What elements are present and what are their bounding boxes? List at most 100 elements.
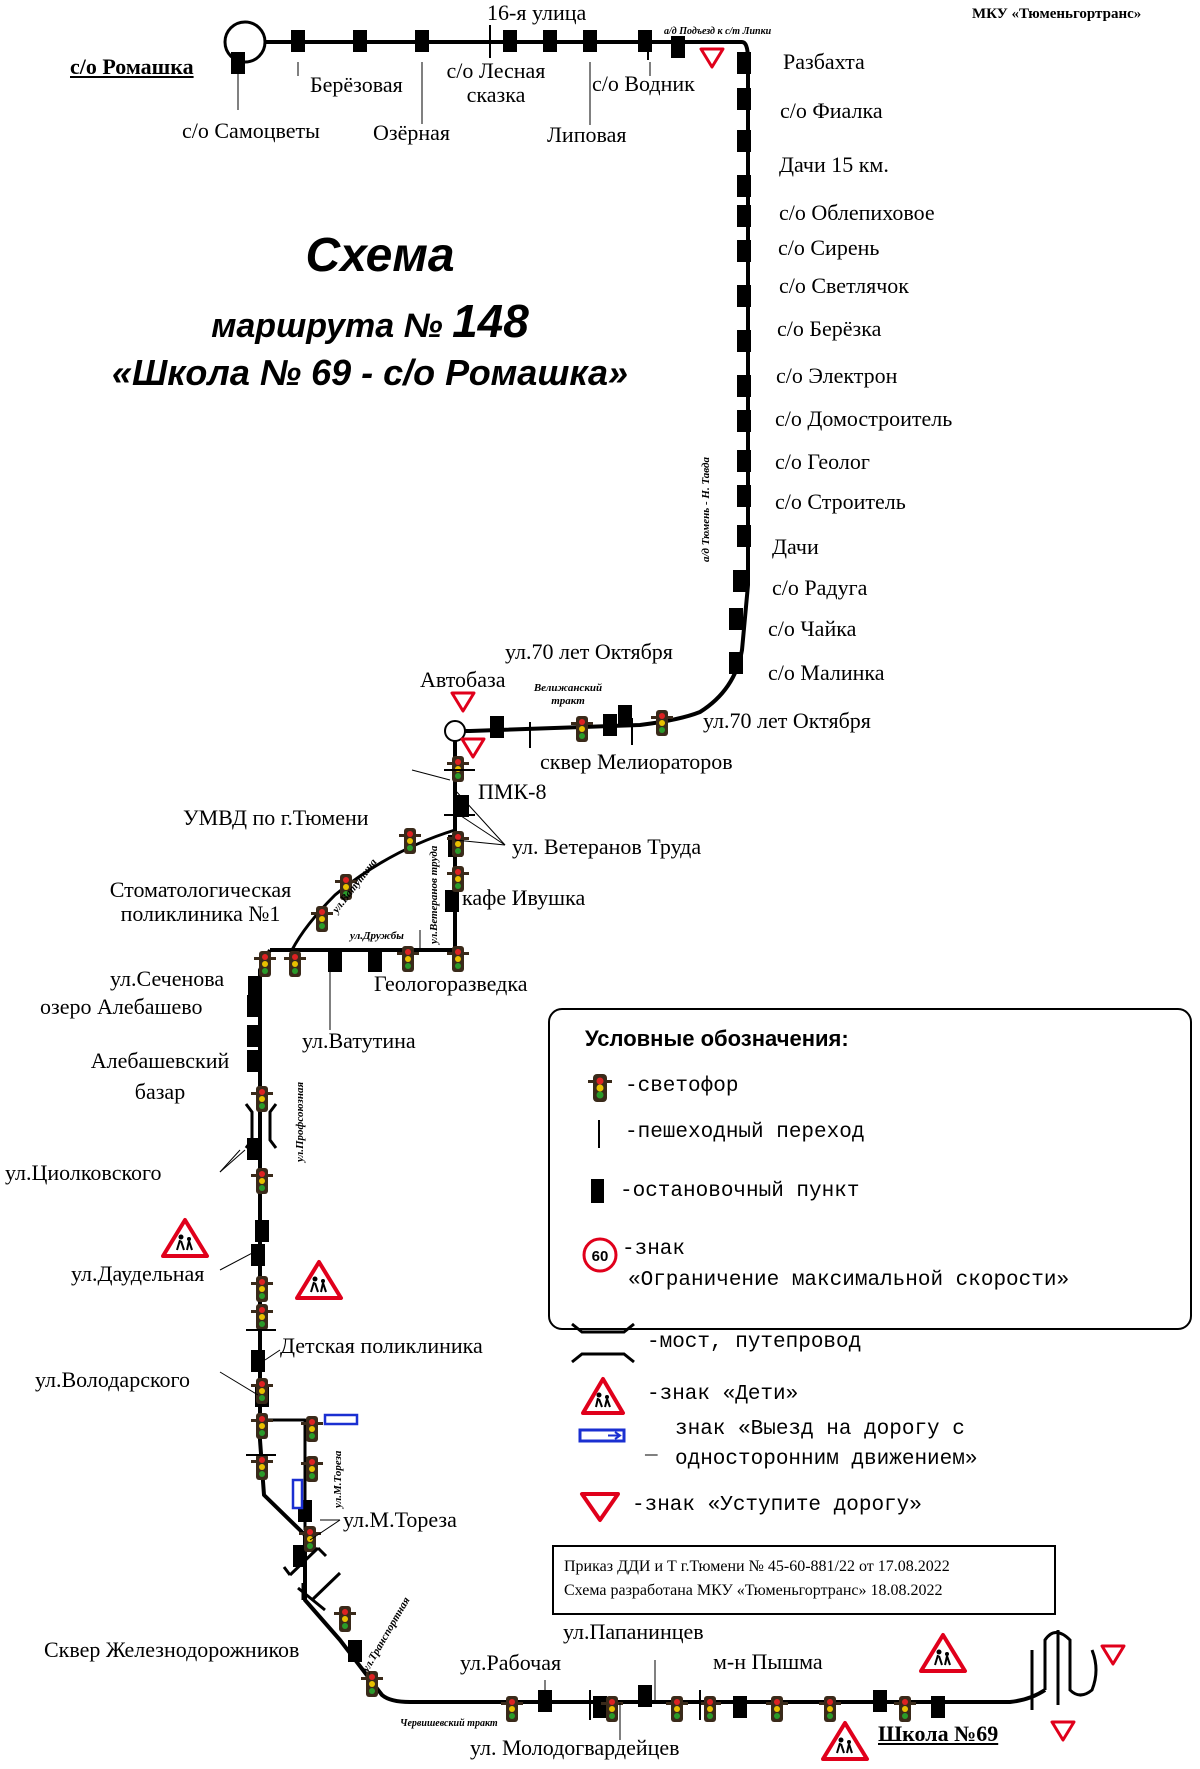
stop-skver-zhd: Сквер Железнодорожников bbox=[44, 1637, 300, 1662]
stop-chayka: с/о Чайка bbox=[768, 616, 857, 641]
stop-marker bbox=[737, 525, 751, 547]
traffic-light-red bbox=[259, 1416, 265, 1422]
stop-svetlyachok: с/о Светлячок bbox=[779, 273, 909, 298]
terminal-bottom-label: Школа №69 bbox=[878, 1721, 999, 1746]
traffic-light-ear-left bbox=[447, 837, 452, 840]
stop-oblepikhovoe: с/о Облепиховое bbox=[779, 200, 935, 225]
legend-yield-sign-icon bbox=[580, 1492, 620, 1522]
traffic-light-yellow bbox=[407, 838, 413, 844]
traffic-light-red bbox=[407, 831, 413, 837]
traffic-light-green bbox=[259, 1103, 265, 1109]
stop-marker bbox=[251, 1350, 265, 1372]
label-leader-line bbox=[454, 789, 506, 846]
traffic-light-red bbox=[774, 1699, 780, 1705]
stop-marker bbox=[593, 1696, 607, 1718]
title-line2: маршрута № 148 bbox=[150, 294, 590, 348]
traffic-light-red bbox=[455, 949, 461, 955]
stop-marker bbox=[737, 88, 751, 110]
traffic-light-yellow bbox=[259, 1286, 265, 1292]
label-leader-line bbox=[219, 1249, 259, 1271]
children-sign-figures bbox=[176, 1239, 193, 1251]
stop-marker bbox=[368, 950, 382, 972]
stop-marker bbox=[490, 716, 504, 738]
traffic-light-green bbox=[369, 1688, 375, 1694]
children-sign-border bbox=[161, 1218, 209, 1258]
traffic-light-icon bbox=[699, 1696, 721, 1722]
children-sign-head bbox=[178, 1234, 184, 1240]
traffic-light-green bbox=[309, 1433, 315, 1439]
traffic-light-red bbox=[455, 759, 461, 765]
traffic-light-ear-right bbox=[318, 1422, 323, 1425]
stop-marker bbox=[737, 175, 751, 197]
traffic-light-green bbox=[292, 968, 298, 974]
traffic-light-ear-left bbox=[894, 1702, 899, 1705]
traffic-light-green bbox=[405, 963, 411, 969]
traffic-light-green bbox=[343, 891, 349, 897]
traffic-light-yellow bbox=[405, 956, 411, 962]
traffic-light-ear-left bbox=[601, 1702, 606, 1705]
traffic-light-red bbox=[902, 1699, 908, 1705]
traffic-light-ear-right bbox=[352, 880, 357, 883]
traffic-light-ear-right bbox=[268, 1384, 273, 1387]
traffic-light-green bbox=[259, 1293, 265, 1299]
stop-skver-melioratorov: сквер Мелиораторов bbox=[540, 749, 733, 774]
traffic-light-yellow bbox=[343, 884, 349, 890]
traffic-light-red bbox=[342, 1609, 348, 1615]
stop-marker bbox=[638, 1685, 652, 1707]
stop-marker bbox=[618, 705, 632, 727]
traffic-light-ear-left bbox=[299, 1532, 304, 1535]
traffic-light-yellow bbox=[369, 1681, 375, 1687]
legend-oneway-icon bbox=[578, 1428, 626, 1443]
stop-marker bbox=[671, 36, 685, 58]
bridge-icon bbox=[297, 1583, 326, 1612]
traffic-light-yellow bbox=[262, 961, 268, 967]
traffic-light-green bbox=[259, 1185, 265, 1191]
traffic-light-icon bbox=[766, 1696, 788, 1722]
legend-crossing-icon bbox=[598, 1120, 600, 1148]
traffic-light-red bbox=[259, 1381, 265, 1387]
children-sign-border bbox=[295, 1260, 343, 1300]
traffic-light-yellow bbox=[309, 1426, 315, 1432]
children-sign-head bbox=[321, 1279, 325, 1283]
road-toreza-label: ул.М.Тореза bbox=[332, 1450, 344, 1508]
traffic-light-ear-left bbox=[254, 957, 259, 960]
stop-marker bbox=[248, 976, 262, 998]
title-line3: «Школа № 69 - с/о Ромашка» bbox=[111, 352, 629, 393]
terminal-avtobaza-circle bbox=[444, 720, 466, 742]
stop-marker bbox=[583, 30, 597, 52]
traffic-light-ear-left bbox=[651, 716, 656, 719]
traffic-light-green bbox=[342, 1623, 348, 1629]
traffic-light-ear-left bbox=[399, 834, 404, 837]
traffic-light-yellow bbox=[609, 1706, 615, 1712]
stop-marker bbox=[737, 205, 751, 227]
traffic-light-red bbox=[343, 877, 349, 883]
traffic-light-ear-right bbox=[683, 1702, 688, 1705]
legend-children-sign-icon bbox=[581, 1377, 625, 1415]
traffic-light-green bbox=[707, 1713, 713, 1719]
label-leader-line bbox=[454, 839, 506, 846]
yield-sign-icon bbox=[450, 691, 476, 713]
traffic-light-red bbox=[319, 909, 325, 915]
yield-sign-icon bbox=[699, 47, 725, 69]
traffic-light-ear-left bbox=[301, 1462, 306, 1465]
traffic-light-green bbox=[774, 1713, 780, 1719]
traffic-light-red bbox=[509, 1699, 515, 1705]
stop-marker bbox=[931, 1696, 945, 1718]
stop-marker bbox=[737, 130, 751, 152]
traffic-light-green bbox=[659, 727, 665, 733]
stop-stroitel: с/о Строитель bbox=[775, 489, 906, 514]
traffic-light-ear-right bbox=[836, 1702, 841, 1705]
traffic-light-icon bbox=[251, 1086, 273, 1112]
traffic-light-red bbox=[259, 1279, 265, 1285]
traffic-light-ear-right bbox=[268, 1092, 273, 1095]
stop-geolog: с/о Геолог bbox=[775, 449, 870, 474]
stop-marker bbox=[247, 995, 261, 1017]
label-leader-line bbox=[219, 1149, 241, 1173]
traffic-light-green bbox=[259, 1321, 265, 1327]
stop-domostroitel: с/о Домостроитель bbox=[775, 406, 953, 431]
stop-molodogvardeytsev: ул. Молодогвардейцев bbox=[470, 1735, 680, 1760]
route-line-south bbox=[258, 949, 1047, 1704]
traffic-light-ear-left bbox=[311, 912, 316, 915]
traffic-light-green bbox=[579, 733, 585, 739]
